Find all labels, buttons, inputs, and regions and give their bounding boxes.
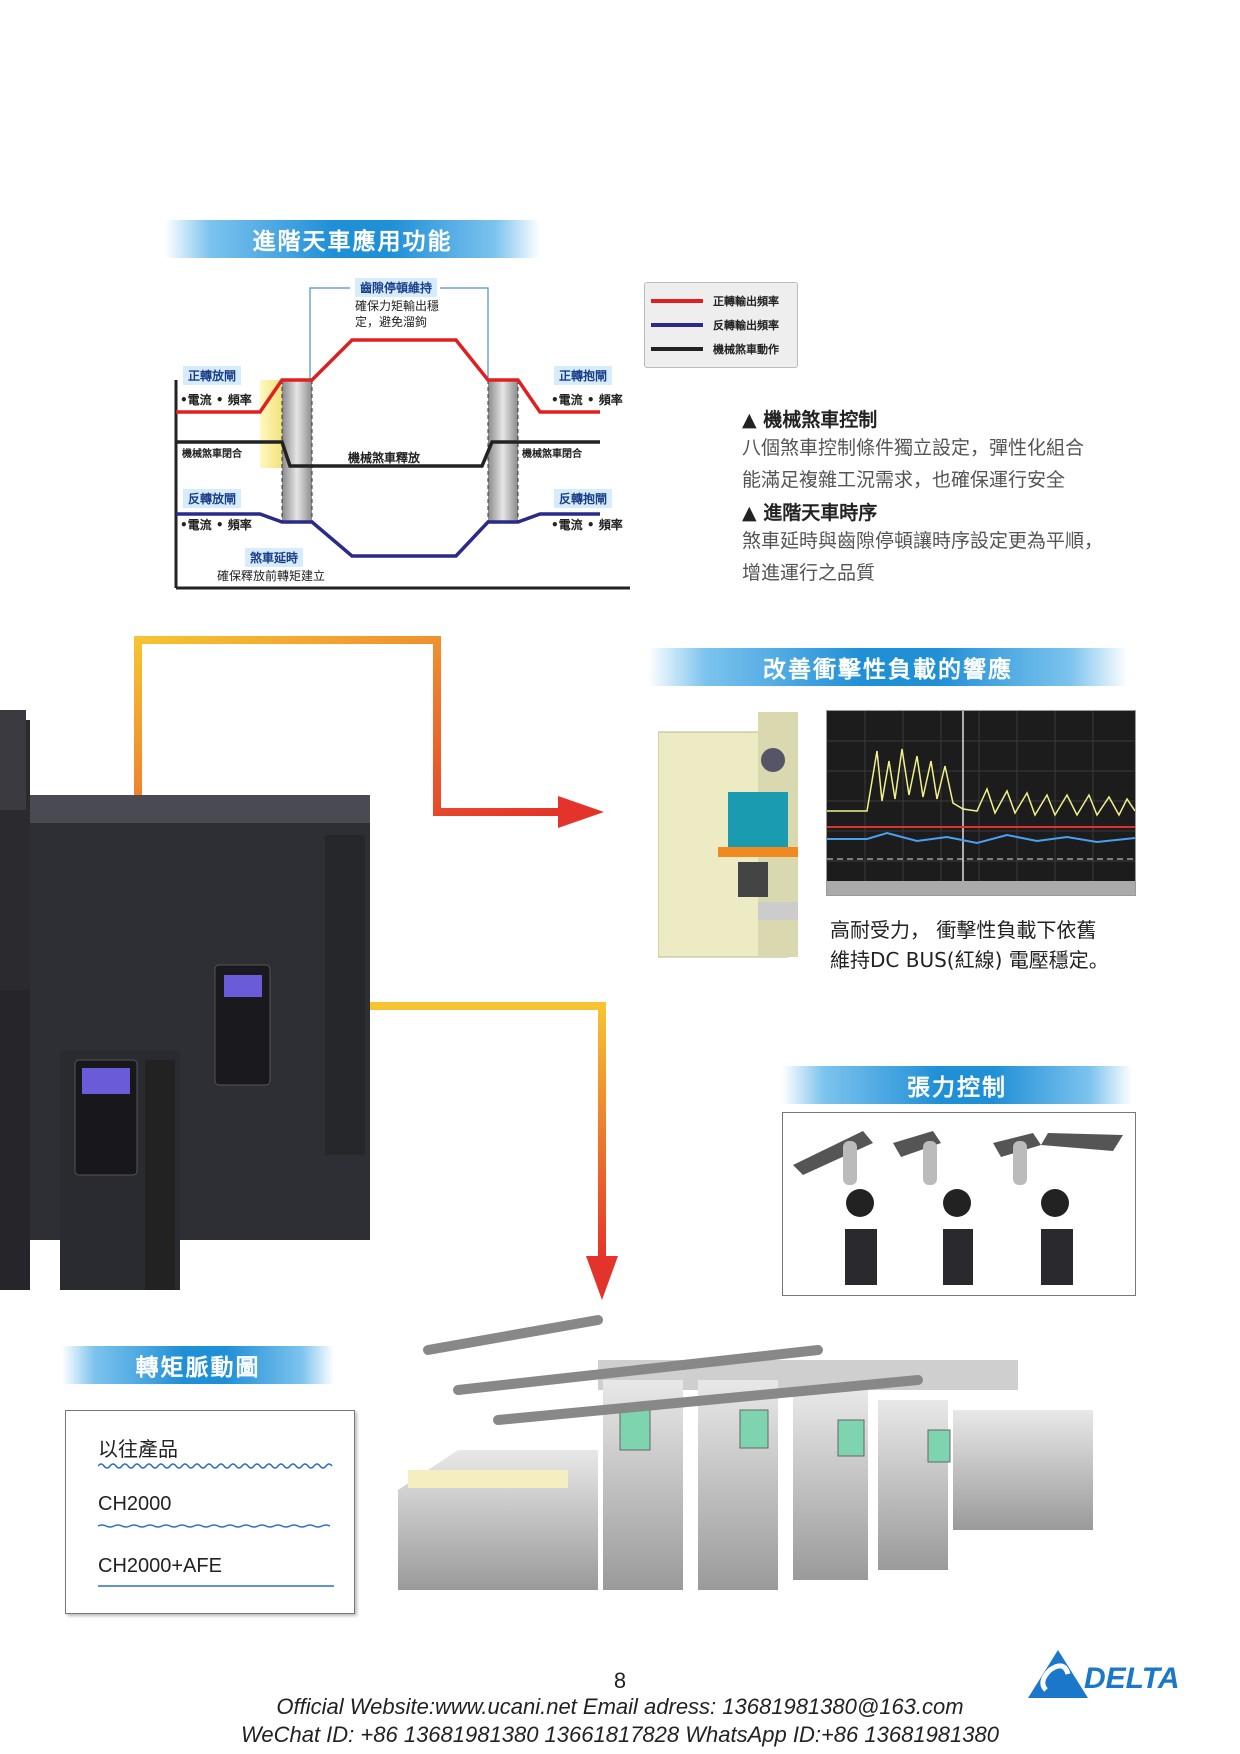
flow-arrows — [134, 636, 618, 1300]
brake-delay-desc: 確保釋放前轉矩建立 — [217, 569, 326, 583]
desc-line-3: 煞車延時與齒隙停頓讓時序設定更為平順， — [742, 530, 1104, 552]
tag-backlash-hold: 齒隙停頓維持 — [355, 278, 438, 297]
brake-released: 機械煞車釋放 — [348, 451, 421, 465]
impact-caption-2: 維持DC BUS(紅線) 電壓穩定。 — [830, 948, 1109, 972]
ripple-wave-ch2000 — [98, 1524, 331, 1528]
brake-closed-left: 機械煞車閉合 — [182, 449, 242, 460]
arrow-head-right — [558, 796, 604, 828]
tension-control-image — [782, 1112, 1136, 1296]
desc-head-brake-control: ▲ 機械煞車控制 — [742, 409, 878, 431]
hold-zone-right — [488, 380, 518, 522]
desc-head-crane-timing: ▲ 進階天車時序 — [742, 502, 878, 524]
footer-contact-line-1: Official Website:www.ucani.net Email adr… — [276, 1694, 964, 1719]
desc-line-4: 增進運行之品質 — [742, 562, 876, 584]
timing-legend: 正轉輸出頻率 反轉輸出頻率 機械煞車動作 — [644, 282, 798, 368]
desc-line-1: 八個煞車控制條件獨立設定，彈性化組合 — [742, 437, 1085, 459]
ripple-label-previous: 以往產品 — [98, 1439, 178, 1461]
current-freq-label-1: •電流 • 頻率 — [180, 393, 252, 407]
inverter-drives-image — [0, 710, 370, 1290]
section-title-torque-ripple: 轉矩脈動圖 — [62, 1346, 334, 1384]
backlash-desc-2: 定，避免溜鉤 — [355, 315, 428, 329]
desc-line-2: 能滿足複雜工況需求，也確保運行安全 — [742, 469, 1066, 491]
section-title-crane: 進階天車應用功能 — [165, 220, 540, 258]
footer-contact-line-2: WeChat ID: +86 13681981380 13661817828 W… — [241, 1722, 999, 1747]
ripple-wave-ch2000-afe — [98, 1585, 334, 1587]
current-freq-label-4: •電流 • 頻率 — [551, 518, 623, 532]
current-freq-label-3: •電流 • 頻率 — [180, 518, 252, 532]
delta-triangle-icon — [1028, 1650, 1088, 1698]
current-freq-label-2: •電流 • 頻率 — [551, 393, 623, 407]
dc-bus-waveform — [826, 710, 1136, 896]
tag-reverse-release: 反轉放閘 — [183, 489, 242, 508]
delta-logo: DELTA — [1024, 1648, 1184, 1702]
legend-item-forward: 正轉輸出頻率 — [651, 291, 779, 311]
legend-item-brake: 機械煞車動作 — [651, 339, 779, 359]
legend-item-reverse: 反轉輸出頻率 — [651, 315, 779, 335]
ripple-wave-previous — [98, 1463, 333, 1469]
printing-machine-image — [398, 1315, 1093, 1590]
crane-timing-diagram — [174, 287, 630, 590]
tag-forward-hold: 正轉抱閘 — [554, 366, 613, 385]
backlash-desc-1: 確保力矩輸出穩 — [355, 299, 440, 313]
press-machine-image — [658, 712, 798, 958]
impact-caption-1: 高耐受力， 衝擊性負載下依舊 — [830, 918, 1097, 942]
forward-freq-line — [176, 338, 600, 414]
tag-brake-delay: 煞車延時 — [245, 548, 304, 567]
delta-logo-text: DELTA — [1084, 1662, 1180, 1695]
ripple-label-ch2000: CH2000 — [98, 1493, 172, 1515]
brake-closed-right: 機械煞車閉合 — [522, 449, 582, 460]
section-title-impact-load: 改善衝擊性負載的響應 — [648, 648, 1128, 686]
reverse-freq-line — [176, 512, 600, 558]
ripple-label-ch2000-afe: CH2000+AFE — [98, 1555, 222, 1577]
section-title-tension: 張力控制 — [782, 1066, 1132, 1104]
tag-reverse-hold: 反轉抱閘 — [554, 489, 613, 508]
tag-forward-release: 正轉放閘 — [183, 366, 242, 385]
arrow-head-down — [586, 1256, 618, 1300]
page-number: 8 — [613, 1668, 627, 1693]
hold-zone-left — [282, 380, 312, 522]
torque-ripple-box: 以往產品 CH2000 CH2000+AFE — [65, 1410, 355, 1614]
brake-action-line — [176, 440, 600, 468]
